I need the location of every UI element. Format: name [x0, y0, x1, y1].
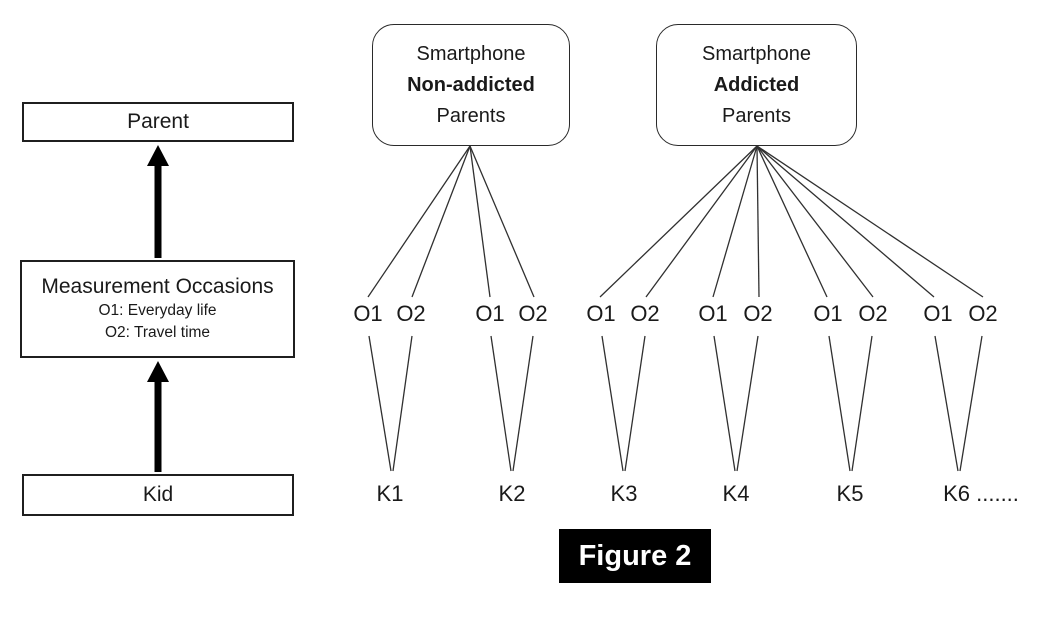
kid-k5-label: K5 — [836, 481, 864, 506]
group-line-bottom: Parents — [436, 104, 506, 127]
group-line-bottom: Parents — [722, 104, 791, 127]
measurement-sub-o1: O1: Everyday life — [98, 302, 217, 319]
measurement-title: Measurement Occasions — [41, 275, 274, 298]
occasion-o2-label: O2 — [743, 301, 773, 326]
occasion-o1-label: O1 — [586, 301, 616, 326]
occasion-o1-label: O1 — [813, 301, 843, 326]
measurement-sub-o2: O2: Travel time — [104, 324, 211, 341]
kid-k6-label: K6 ....... — [943, 481, 1019, 506]
occasion-to-kid-lines — [368, 335, 983, 472]
occasion-o2-label: O2 — [518, 301, 548, 326]
arrow-kid-to-measurement — [147, 361, 169, 472]
fan-nonaddicted-lines — [367, 145, 535, 298]
group-line-top: Smartphone — [416, 42, 526, 65]
group-line-middle: Non-addicted — [407, 73, 535, 96]
kid-k4-label: K4 — [722, 481, 750, 506]
smartphone-nonaddicted-parents-box: Smartphone Non-addicted Parents — [372, 24, 570, 146]
kid-k1-label: K1 — [376, 481, 404, 506]
group-line-middle: Addicted — [713, 73, 800, 96]
kid-k3-label: K3 — [610, 481, 638, 506]
occasion-o2-label: O2 — [630, 301, 660, 326]
occasion-o1-label: O1 — [698, 301, 728, 326]
figure-caption: Figure 2 — [559, 529, 711, 583]
occasion-o1-label: O1 — [475, 301, 505, 326]
group-line-top: Smartphone — [702, 42, 811, 65]
occasion-o2-label: O2 — [396, 301, 426, 326]
occasion-o2-label: O2 — [858, 301, 888, 326]
measurement-occasions-box: Measurement Occasions O1: Everyday life … — [20, 260, 295, 358]
fan-addicted-lines — [599, 145, 984, 298]
kid-k2-label: K2 — [498, 481, 526, 506]
smartphone-addicted-parents-box: Smartphone Addicted Parents — [656, 24, 857, 146]
figure-caption-text: Figure 2 — [578, 539, 692, 572]
occasion-o1-label: O1 — [353, 301, 383, 326]
occasion-o1-label: O1 — [923, 301, 953, 326]
arrow-measurement-to-parent — [147, 145, 169, 258]
kid-box: Kid — [22, 474, 294, 516]
occasion-o2-label: O2 — [968, 301, 998, 326]
parent-box: Parent — [22, 102, 294, 142]
parent-label: Parent — [127, 110, 189, 133]
kid-label: Kid — [142, 483, 174, 506]
